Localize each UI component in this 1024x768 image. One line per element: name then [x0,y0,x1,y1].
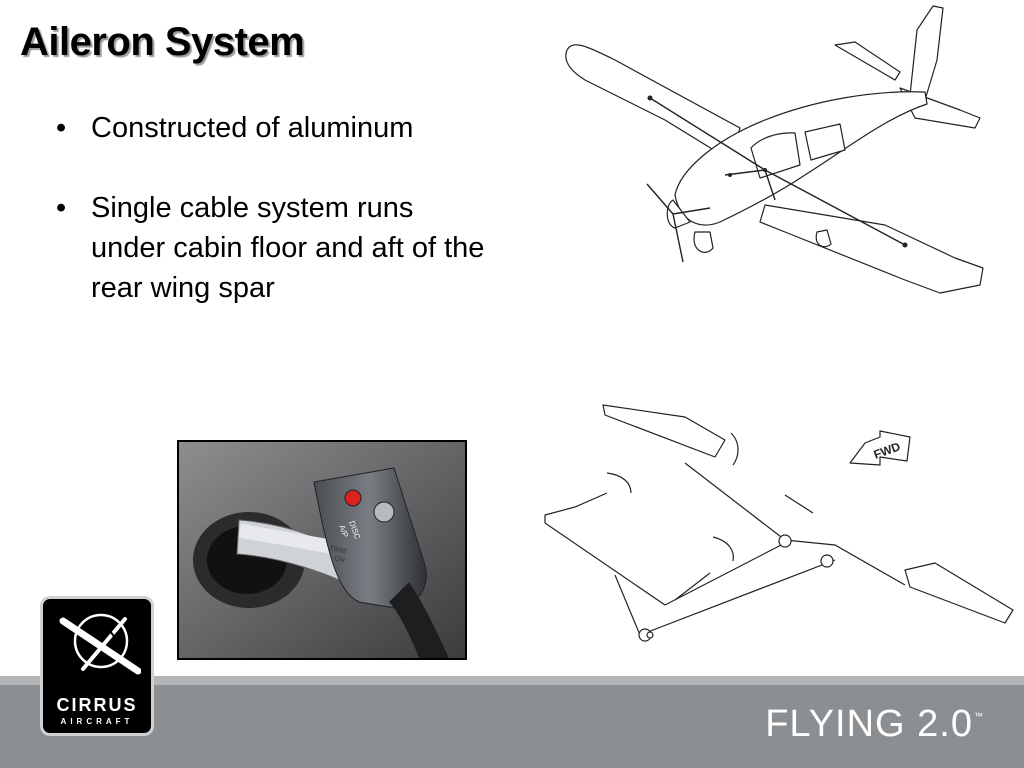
cirrus-aircraft-icon [59,613,141,675]
slide-title: Aileron System [20,20,305,64]
bullet-icon: • [56,112,67,144]
aileron-cable-diagram: FWD [544,404,1014,642]
bullet-text: Single cable system runs under cabin flo… [91,192,485,304]
bullet-icon: • [56,192,67,224]
bullet-list: • Constructed of aluminum • Single cable… [50,108,490,348]
cirrus-logo: CIRRUS AIRCRAFT [40,596,154,736]
aircraft-line-drawing [565,5,984,294]
bullet-item: • Constructed of aluminum [50,108,490,148]
footer-brand: FLYING 2.0™ [765,703,984,746]
footer-band [0,676,1024,768]
trim-label: TRIM [329,545,347,555]
bullet-text: Constructed of aluminum [91,112,414,144]
trademark-symbol: ™ [974,711,984,721]
control-yoke-photo: A/P DISC TRIM ON [177,440,467,660]
logo-subtitle: AIRCRAFT [60,717,134,726]
on-label: ON [334,555,346,564]
brand-text: FLYING 2.0 [765,703,973,745]
control-yoke-image: A/P DISC TRIM ON [179,442,465,658]
ap-disc-label: A/P [337,524,350,539]
bullet-item: • Single cable system runs under cabin f… [50,188,490,308]
footer-stripe [0,676,1024,685]
logo-wordmark: CIRRUS [56,695,138,715]
